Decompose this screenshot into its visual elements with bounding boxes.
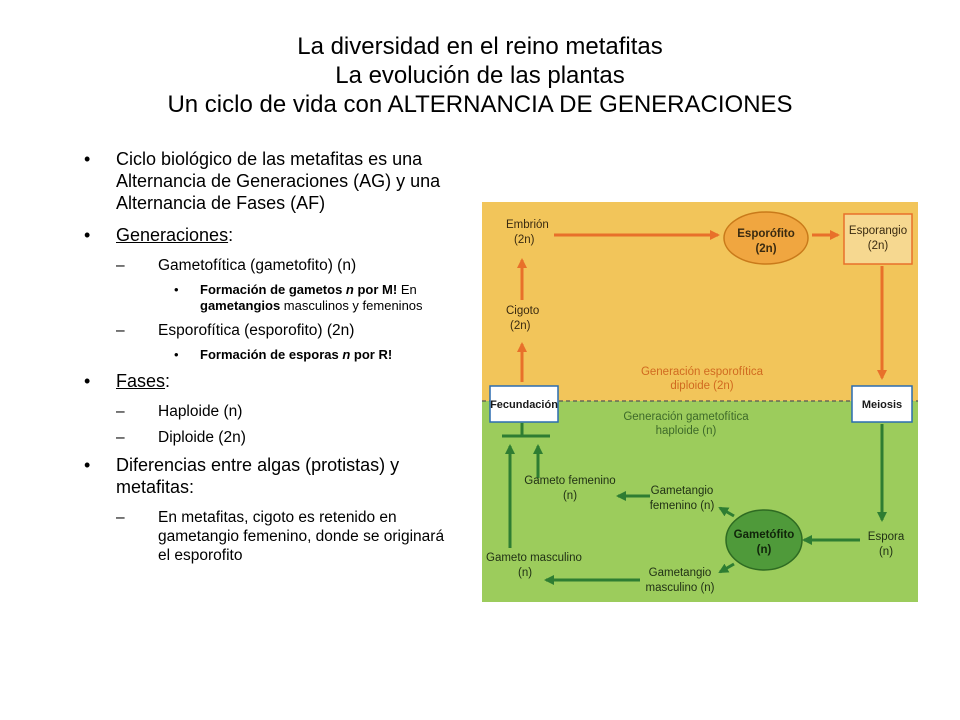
gametangio-fem-line1: Gametangio [651,485,714,497]
bullet-generaciones: Generaciones: [80,224,460,246]
masc-fem-text: masculinos y femeninos [280,298,423,313]
fecundacion-label: Fecundación [490,399,558,411]
esporangio-ploidy: (2n) [868,240,889,252]
gameto-masculino-ploidy: (n) [518,567,532,579]
en-text: En [397,282,417,297]
bullet-fases: Fases: [80,370,460,392]
gametofito-ploidy: (n) [757,544,772,556]
gametangio-masc-line1: Gametangio [649,567,712,579]
generaciones-colon: : [228,225,234,245]
fases-colon: : [165,371,171,391]
sub-en-metafitas: En metafitas, cigoto es retenido en game… [80,508,460,565]
sub-diploide: Diploide (2n) [80,428,460,447]
esporofito-ploidy: (2n) [755,243,776,255]
gametangio-fem-line2: femenino (n) [650,500,715,512]
gen-esporofitica-line2: diploide (2n) [670,380,733,392]
gameto-masculino-label: Gameto masculino [486,552,582,564]
gametofito-node [725,509,803,571]
gen-gametofitica-line1: Generación gametofítica [623,411,749,423]
n-italic-2: n [338,347,354,362]
bullet-diferencias: Diferencias entre algas (protistas) y me… [80,454,460,498]
embrion-ploidy: (2n) [514,234,535,246]
sub-haploide: Haploide (n) [80,402,460,421]
espora-label: Espora [868,531,905,543]
por-r-text: por R! [353,347,393,362]
arrow-gametofito-gametangio-masc [718,562,735,574]
formacion-esporas-text: Formación de esporas [200,347,339,362]
meiosis-box [851,385,913,423]
esporofito-label: Esporófito [737,228,795,240]
fecundacion-box [489,385,559,423]
gametofito-label: Gametófito [734,529,795,541]
formacion-gametos-text: Formación de gametos [200,282,343,297]
haploid-region [482,401,918,602]
fases-heading: Fases [116,371,166,391]
meiosis-label: Meiosis [862,399,902,411]
title-line-2: La evolución de las plantas [335,62,625,89]
esporangio-label: Esporangio [849,225,907,237]
n-italic: n [342,282,358,297]
life-cycle-diagram: Embrión (2n) Esporófito (2n) Esporangio … [482,202,918,602]
embrion-label: Embrión [506,219,549,231]
gametangio-masc-line2: masculino (n) [645,582,714,594]
life-cycle-svg: Embrión (2n) Esporófito (2n) Esporangio … [482,202,918,602]
sub-gametofitica: Gametofítica (gametofito) (n) [80,256,460,275]
gameto-femenino-ploidy: (n) [563,490,577,502]
arrow-gametofito-gametangio-fem [718,506,735,518]
esporangio-box [843,213,913,265]
generaciones-heading: Generaciones [116,225,229,245]
gameto-femenino-label: Gameto femenino [524,475,615,487]
cigoto-ploidy: (2n) [510,320,531,332]
por-m-text: por M! [357,282,398,297]
title-line-3: Un ciclo de vida con ALTERNANCIA DE GENE… [167,91,793,118]
title-line-1: La diversidad en el reino metafitas [297,33,663,60]
subsub-formacion-esporas: Formación de esporas n por R! [80,347,460,363]
cigoto-label: Cigoto [506,305,539,317]
gametangios-text: gametangios [200,298,281,313]
bullet-ciclo-biologico: Ciclo biológico de las metafitas es una … [80,148,460,214]
gen-gametofitica-line2: haploide (n) [656,425,717,437]
slide-title: La diversidad en el reino metafitas La e… [0,32,960,119]
subsub-formacion-gametos: Formación de gametos n por M! En gametan… [80,282,460,314]
esporofito-node [723,211,809,265]
espora-ploidy: (n) [879,546,893,558]
gen-esporofitica-line1: Generación esporofítica [641,366,764,378]
sub-esporofitica: Esporofítica (esporofito) (2n) [80,321,460,340]
bullet-list: Ciclo biológico de las metafitas es una … [80,148,460,572]
